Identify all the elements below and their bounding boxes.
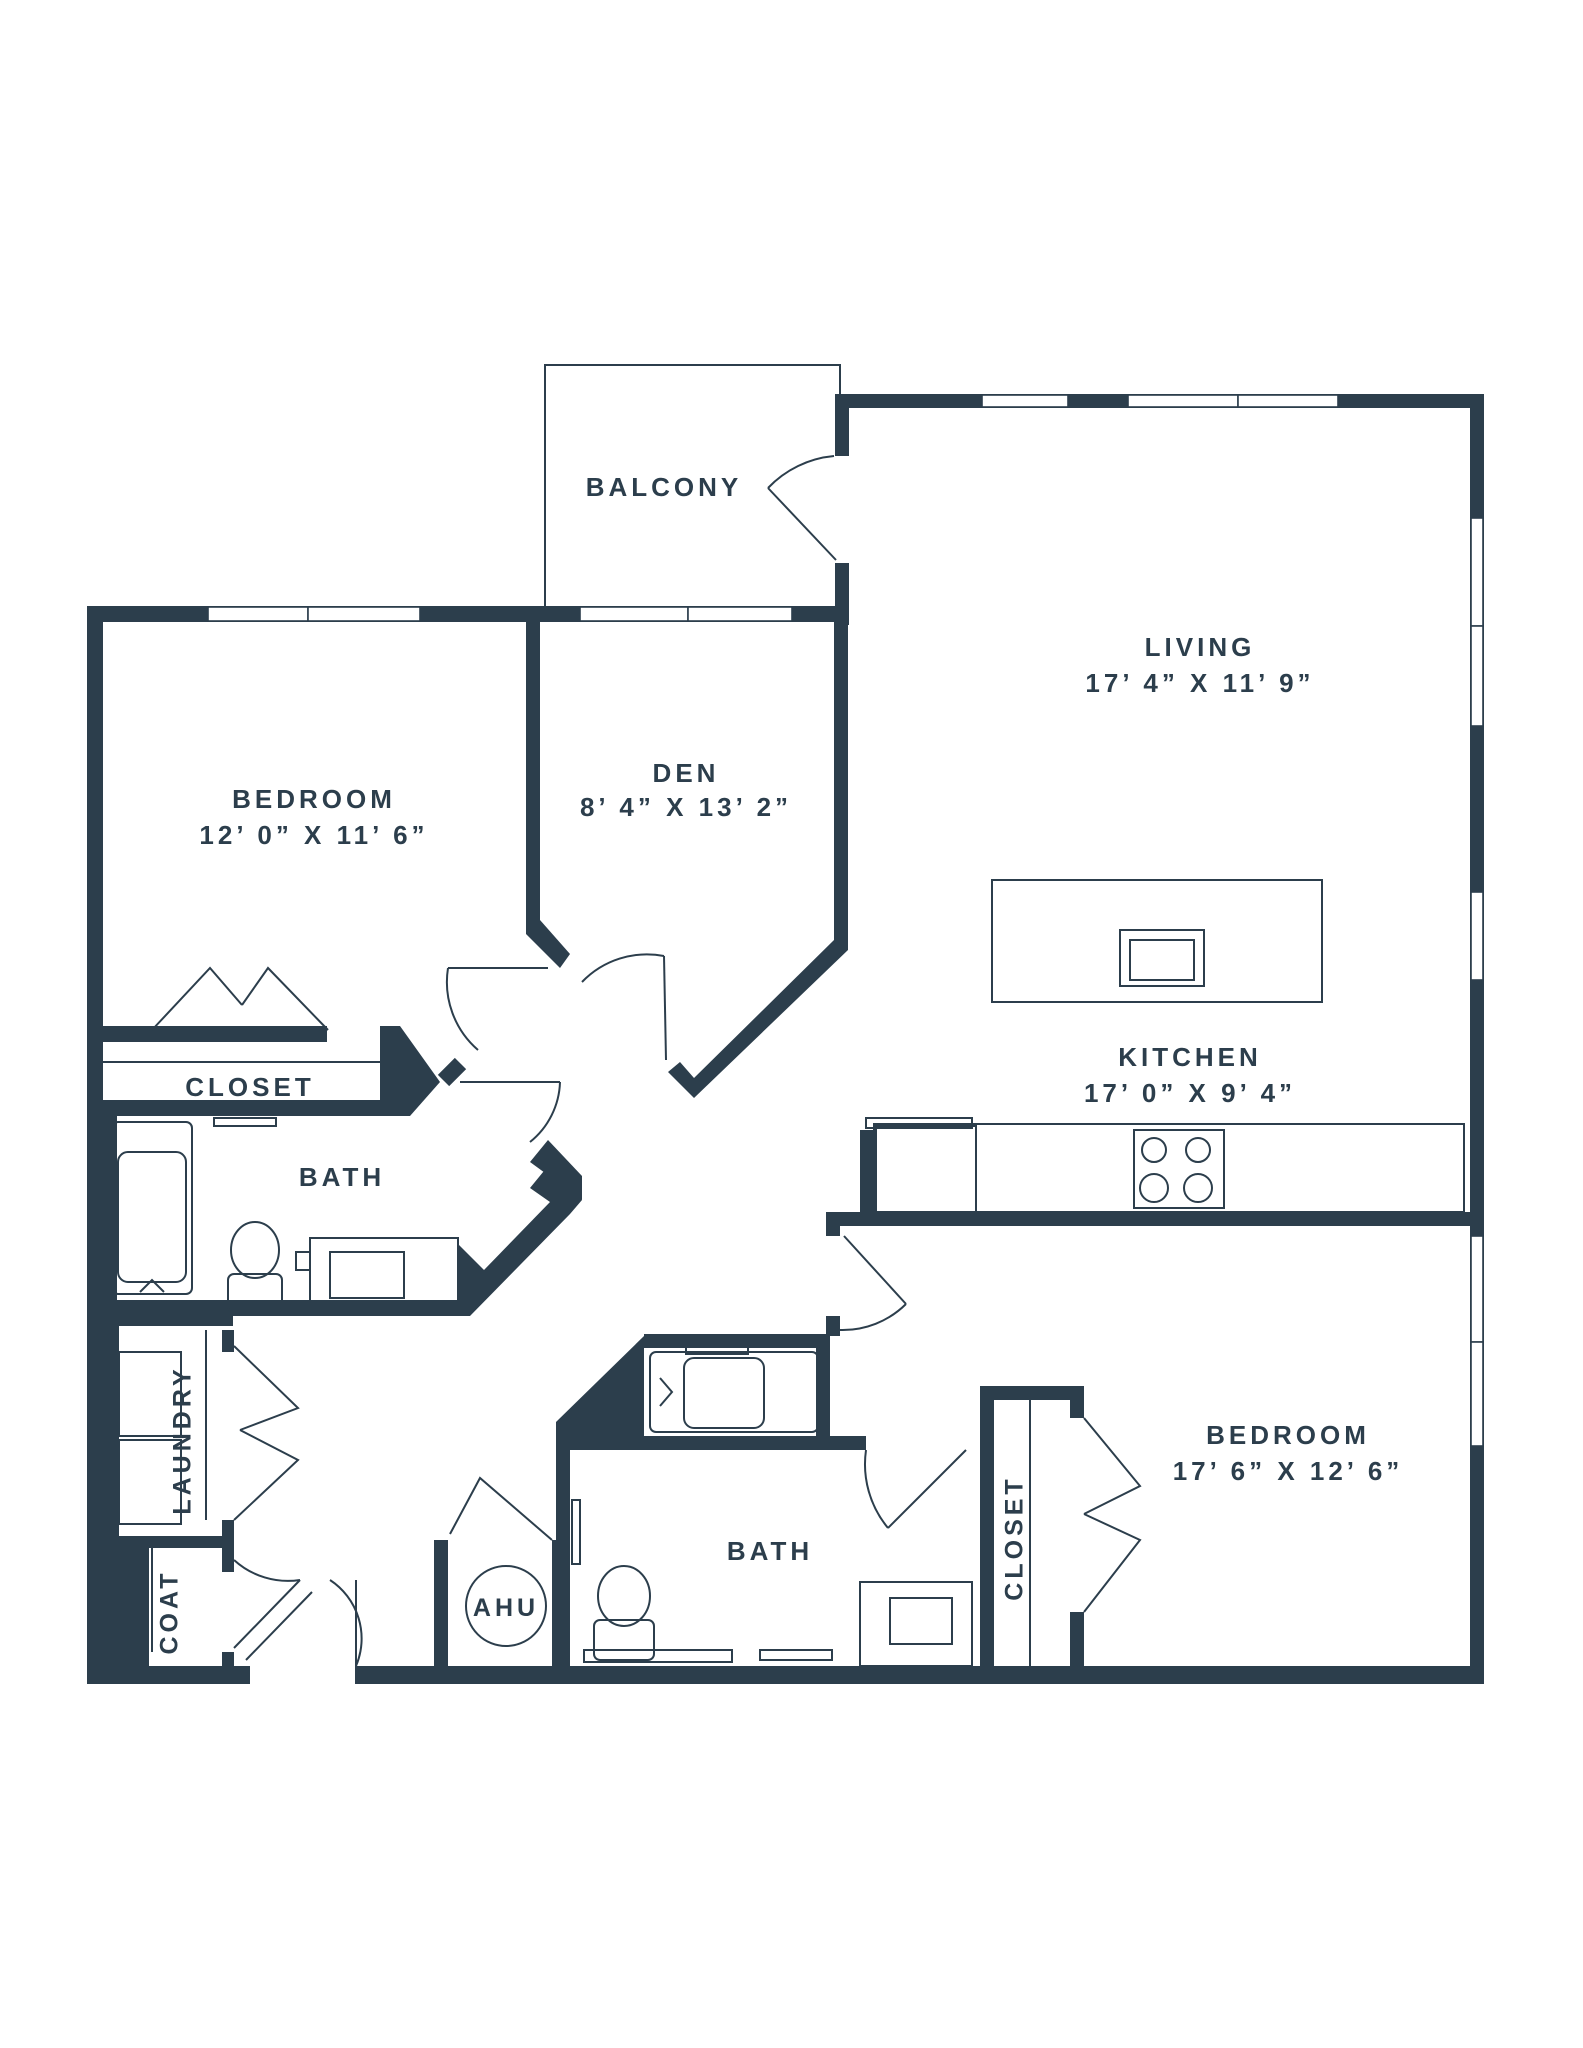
- bedroom2-label: BEDROOM: [1206, 1420, 1370, 1450]
- windows: [207, 394, 1484, 1447]
- kitchen-label: KITCHEN: [1118, 1042, 1262, 1072]
- closet2-label: CLOSET: [1001, 1475, 1029, 1600]
- bath2-label: BATH: [727, 1536, 813, 1566]
- den-walls: [437, 614, 848, 1098]
- bath1-label: BATH: [299, 1162, 385, 1192]
- kitchen: [826, 879, 1484, 1336]
- bedroom1-size: 12’ 0” X 11’ 6”: [199, 820, 428, 850]
- kitchen-size: 17’ 0” X 9’ 4”: [1084, 1078, 1296, 1108]
- balcony-door: [767, 455, 837, 561]
- ahu-closet: [434, 1476, 566, 1680]
- balcony-outline: [544, 364, 841, 610]
- coat-label: COAT: [156, 1570, 184, 1655]
- bath2: [556, 1334, 973, 1680]
- balcony-label: BALCONY: [586, 472, 743, 502]
- closet1-label: CLOSET: [185, 1072, 314, 1102]
- laundry-coat: [103, 1316, 363, 1667]
- ahu-label: AHU: [473, 1594, 539, 1622]
- bedroom1-walls: [87, 966, 440, 1116]
- closet2: [980, 1386, 1142, 1676]
- den-size: 8’ 4” X 13’ 2”: [580, 792, 792, 822]
- living-label: LIVING: [1145, 632, 1256, 662]
- bedroom1-label: BEDROOM: [232, 784, 396, 814]
- laundry-label: LAUNDRY: [169, 1365, 197, 1514]
- labels: BALCONY LIVING 17’ 4” X 11’ 9” DEN 8’ 4”…: [156, 472, 1404, 1655]
- bath1: [99, 1081, 582, 1326]
- den-label: DEN: [653, 758, 720, 788]
- living-size: 17’ 4” X 11’ 9”: [1085, 668, 1314, 698]
- bedroom2-size: 17’ 6” X 12’ 6”: [1173, 1456, 1404, 1486]
